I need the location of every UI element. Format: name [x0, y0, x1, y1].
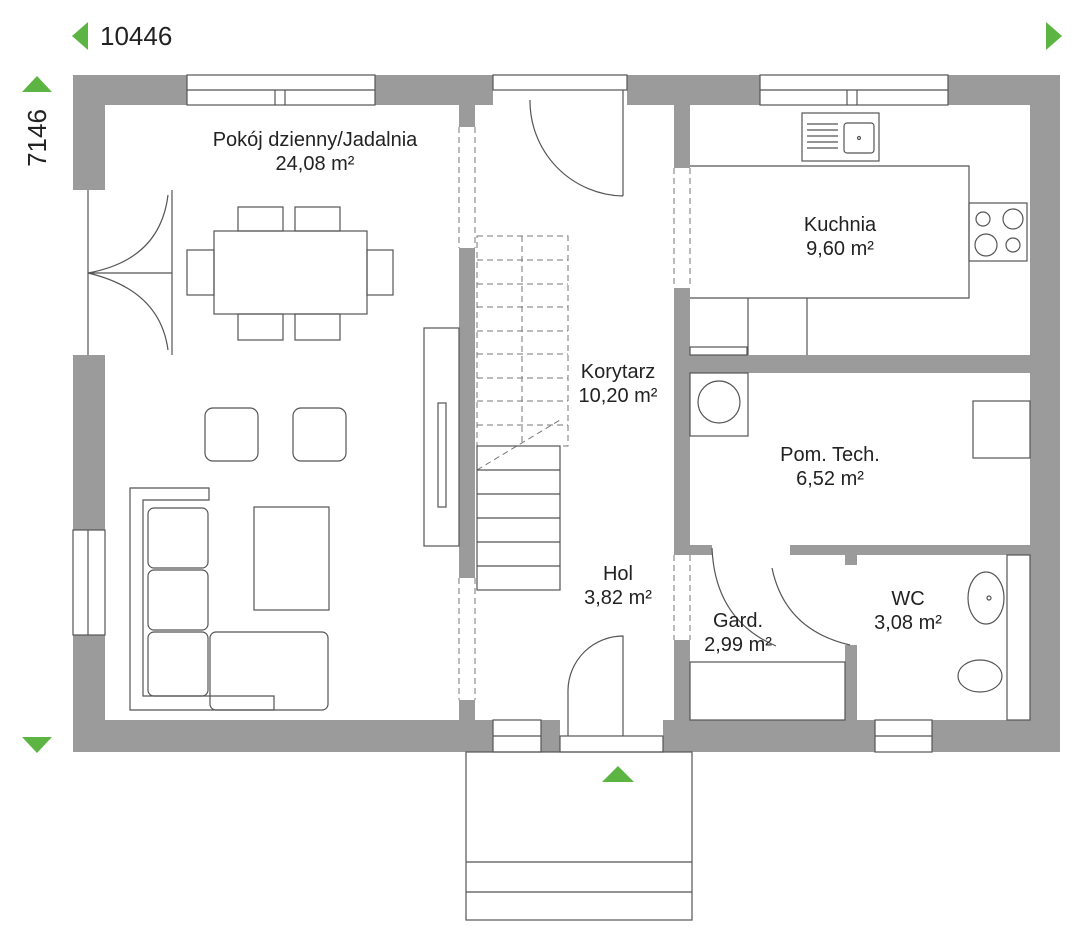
room-label-tech: Pom. Tech. 6,52 m²	[780, 444, 880, 490]
dining-set	[186, 206, 394, 341]
svg-text:9,60 m²: 9,60 m²	[806, 238, 874, 260]
room-label-corridor: Korytarz 10,20 m²	[579, 361, 658, 407]
svg-text:Hol: Hol	[603, 563, 633, 585]
svg-text:Korytarz: Korytarz	[581, 361, 655, 383]
room-label-wc: WC 3,08 m²	[874, 588, 942, 634]
svg-text:6,52 m²: 6,52 m²	[796, 468, 864, 490]
svg-text:2,99 m²: 2,99 m²	[704, 634, 772, 656]
tech-room-furniture	[689, 372, 1031, 459]
room-label-wardrobe: Gard. 2,99 m²	[704, 610, 772, 656]
room-label-kitchen: Kuchnia 9,60 m²	[804, 214, 877, 260]
kitchen-furniture	[689, 112, 1028, 356]
svg-text:Gard.: Gard.	[713, 610, 763, 632]
arrow-left-icon[interactable]	[72, 22, 88, 50]
lounge-set	[129, 327, 460, 711]
width-dimension: 10446	[100, 21, 172, 51]
doors	[87, 90, 851, 736]
svg-text:Pokój dzienny/Jadalnia: Pokój dzienny/Jadalnia	[213, 129, 418, 151]
svg-text:3,08 m²: 3,08 m²	[874, 612, 942, 634]
depth-dimension: 7146	[22, 109, 52, 167]
svg-text:Pom. Tech.: Pom. Tech.	[780, 444, 880, 466]
svg-text:3,82 m²: 3,82 m²	[584, 587, 652, 609]
staircase	[476, 235, 569, 591]
walls	[73, 75, 1060, 752]
svg-text:24,08 m²: 24,08 m²	[276, 153, 355, 175]
windows	[72, 74, 949, 753]
dashed-openings	[458, 127, 691, 700]
svg-text:WC: WC	[891, 588, 924, 610]
svg-text:Kuchnia: Kuchnia	[804, 214, 877, 236]
arrow-down-icon[interactable]	[22, 737, 52, 753]
arrow-right-icon[interactable]	[1046, 22, 1062, 50]
entrance-steps	[465, 751, 693, 921]
arrow-up-icon[interactable]	[22, 76, 52, 92]
entrance-arrow-icon[interactable]	[602, 766, 634, 782]
room-label-living: Pokój dzienny/Jadalnia 24,08 m²	[213, 129, 418, 175]
svg-text:10,20 m²: 10,20 m²	[579, 385, 658, 407]
room-label-hall: Hol 3,82 m²	[584, 563, 652, 609]
wc-fixtures	[689, 554, 1031, 721]
